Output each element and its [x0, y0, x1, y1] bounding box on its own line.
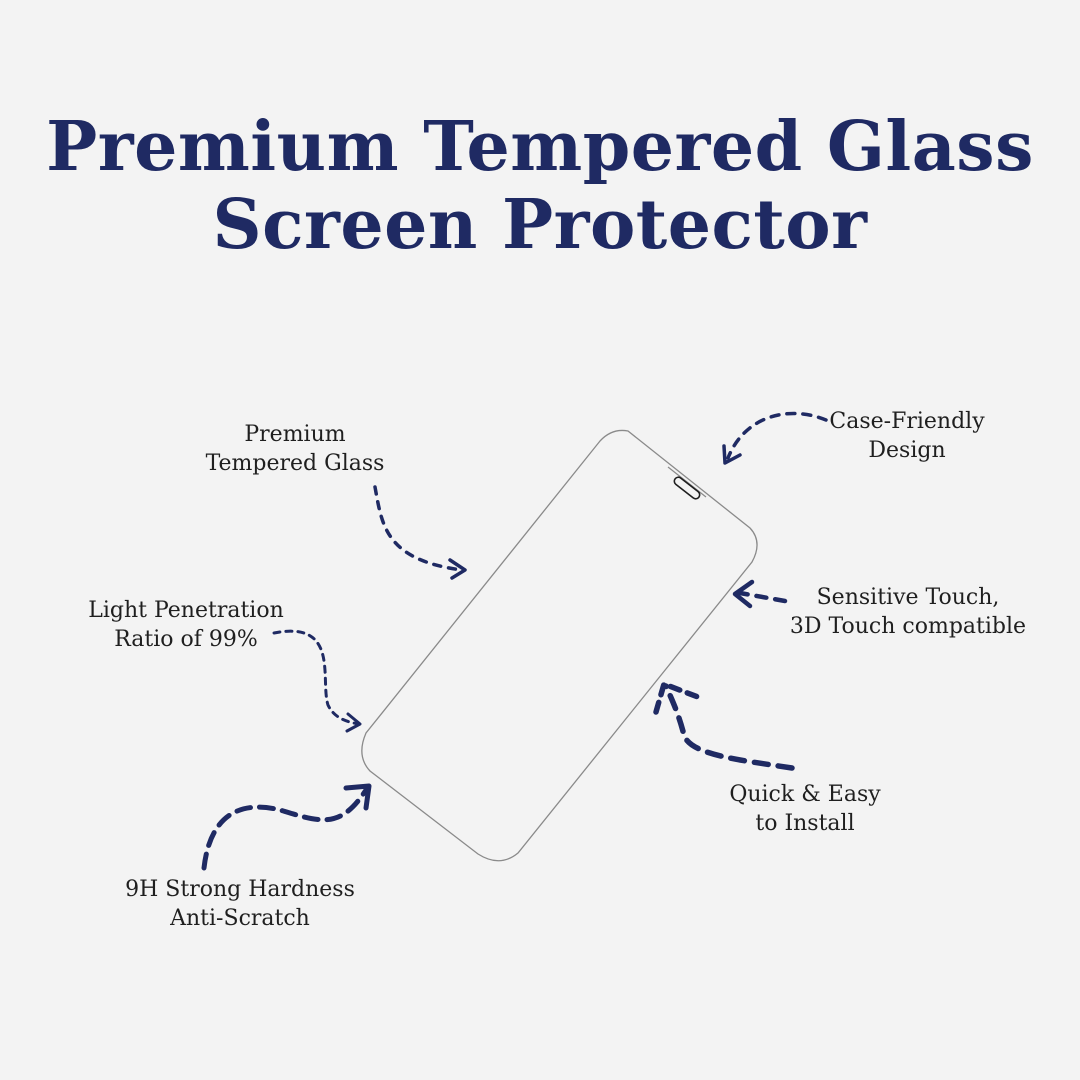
callout-premium-glass-line1: Premium — [244, 422, 346, 447]
arrow-case-friendly-icon — [722, 411, 828, 465]
callout-premium-glass: Premium Tempered Glass — [200, 420, 390, 478]
callout-sensitive-touch-line1: Sensitive Touch, — [816, 585, 1000, 610]
callout-premium-glass-line2: Tempered Glass — [205, 451, 385, 476]
arrow-light-penetration-icon — [272, 629, 362, 733]
title-line-2: Screen Protector — [212, 185, 868, 265]
arrow-quick-install-icon — [653, 681, 795, 771]
title-line-1: Premium Tempered Glass — [46, 107, 1034, 187]
callout-case-friendly-line2: Design — [868, 438, 946, 463]
callout-hardness: 9H Strong Hardness Anti-Scratch — [112, 875, 368, 933]
callout-quick-install-line2: to Install — [755, 811, 855, 836]
callout-sensitive-touch-line2: 3D Touch compatible — [789, 614, 1027, 639]
callout-hardness-line1: 9H Strong Hardness — [125, 877, 355, 902]
arrow-sensitive-touch-icon — [732, 579, 788, 609]
page-title: Premium Tempered Glass Screen Protector — [0, 108, 1080, 264]
callout-quick-install: Quick & Easy to Install — [722, 780, 888, 838]
callout-case-friendly-line1: Case-Friendly — [829, 409, 985, 434]
arrow-hardness-icon — [201, 783, 372, 871]
callout-light-penetration-line1: Light Penetration — [88, 598, 284, 623]
callout-quick-install-line1: Quick & Easy — [729, 782, 881, 807]
callout-sensitive-touch: Sensitive Touch, 3D Touch compatible — [780, 583, 1036, 641]
callout-case-friendly: Case-Friendly Design — [822, 407, 992, 465]
callout-light-penetration: Light Penetration Ratio of 99% — [78, 596, 294, 654]
arrow-premium-glass-icon — [373, 485, 467, 580]
callout-light-penetration-line2: Ratio of 99% — [114, 627, 258, 652]
callout-hardness-line2: Anti-Scratch — [170, 906, 310, 931]
screen-protector-outline-icon — [361, 429, 758, 862]
